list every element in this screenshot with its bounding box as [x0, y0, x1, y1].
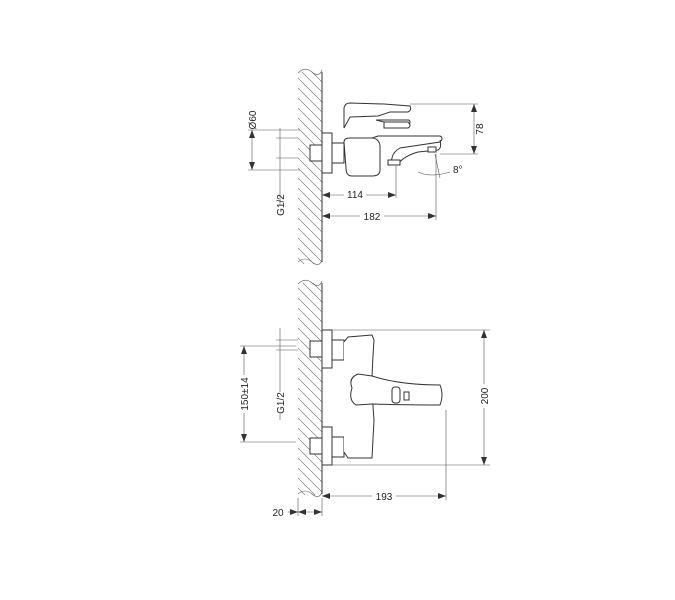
- wall-section: [297, 68, 323, 265]
- mixer-body: [343, 102, 443, 177]
- wall-section-front: [297, 279, 323, 497]
- dim-depth-spout: 182: [364, 212, 381, 223]
- dim-spout-angle: 8°: [453, 165, 463, 176]
- dim-depth-outlet: 114: [347, 190, 363, 201]
- wall-fitting: [309, 132, 345, 174]
- mixer-body-front: [343, 334, 443, 459]
- dim-thread-side: G1/2: [276, 194, 287, 216]
- dim-diameter: Ø60: [248, 110, 259, 129]
- dim-center-distance: 150±14: [240, 377, 251, 411]
- dim-thread-front: G1/2: [276, 392, 287, 414]
- front-view: 150±14 G1/2 200 193 20: [237, 279, 492, 519]
- dimension-lines-side: Ø60 G1/2 78 8° 114 182: [248, 103, 486, 223]
- dim-height-spout: 78: [475, 123, 486, 135]
- dimension-lines-front: 150±14 G1/2 200 193 20: [237, 328, 492, 519]
- wall-fittings-front: [309, 329, 345, 466]
- side-view: Ø60 G1/2 78 8° 114 182: [248, 68, 486, 265]
- dim-depth: 193: [376, 492, 393, 503]
- dim-height: 200: [480, 387, 491, 404]
- dim-wall-offset: 20: [272, 508, 284, 519]
